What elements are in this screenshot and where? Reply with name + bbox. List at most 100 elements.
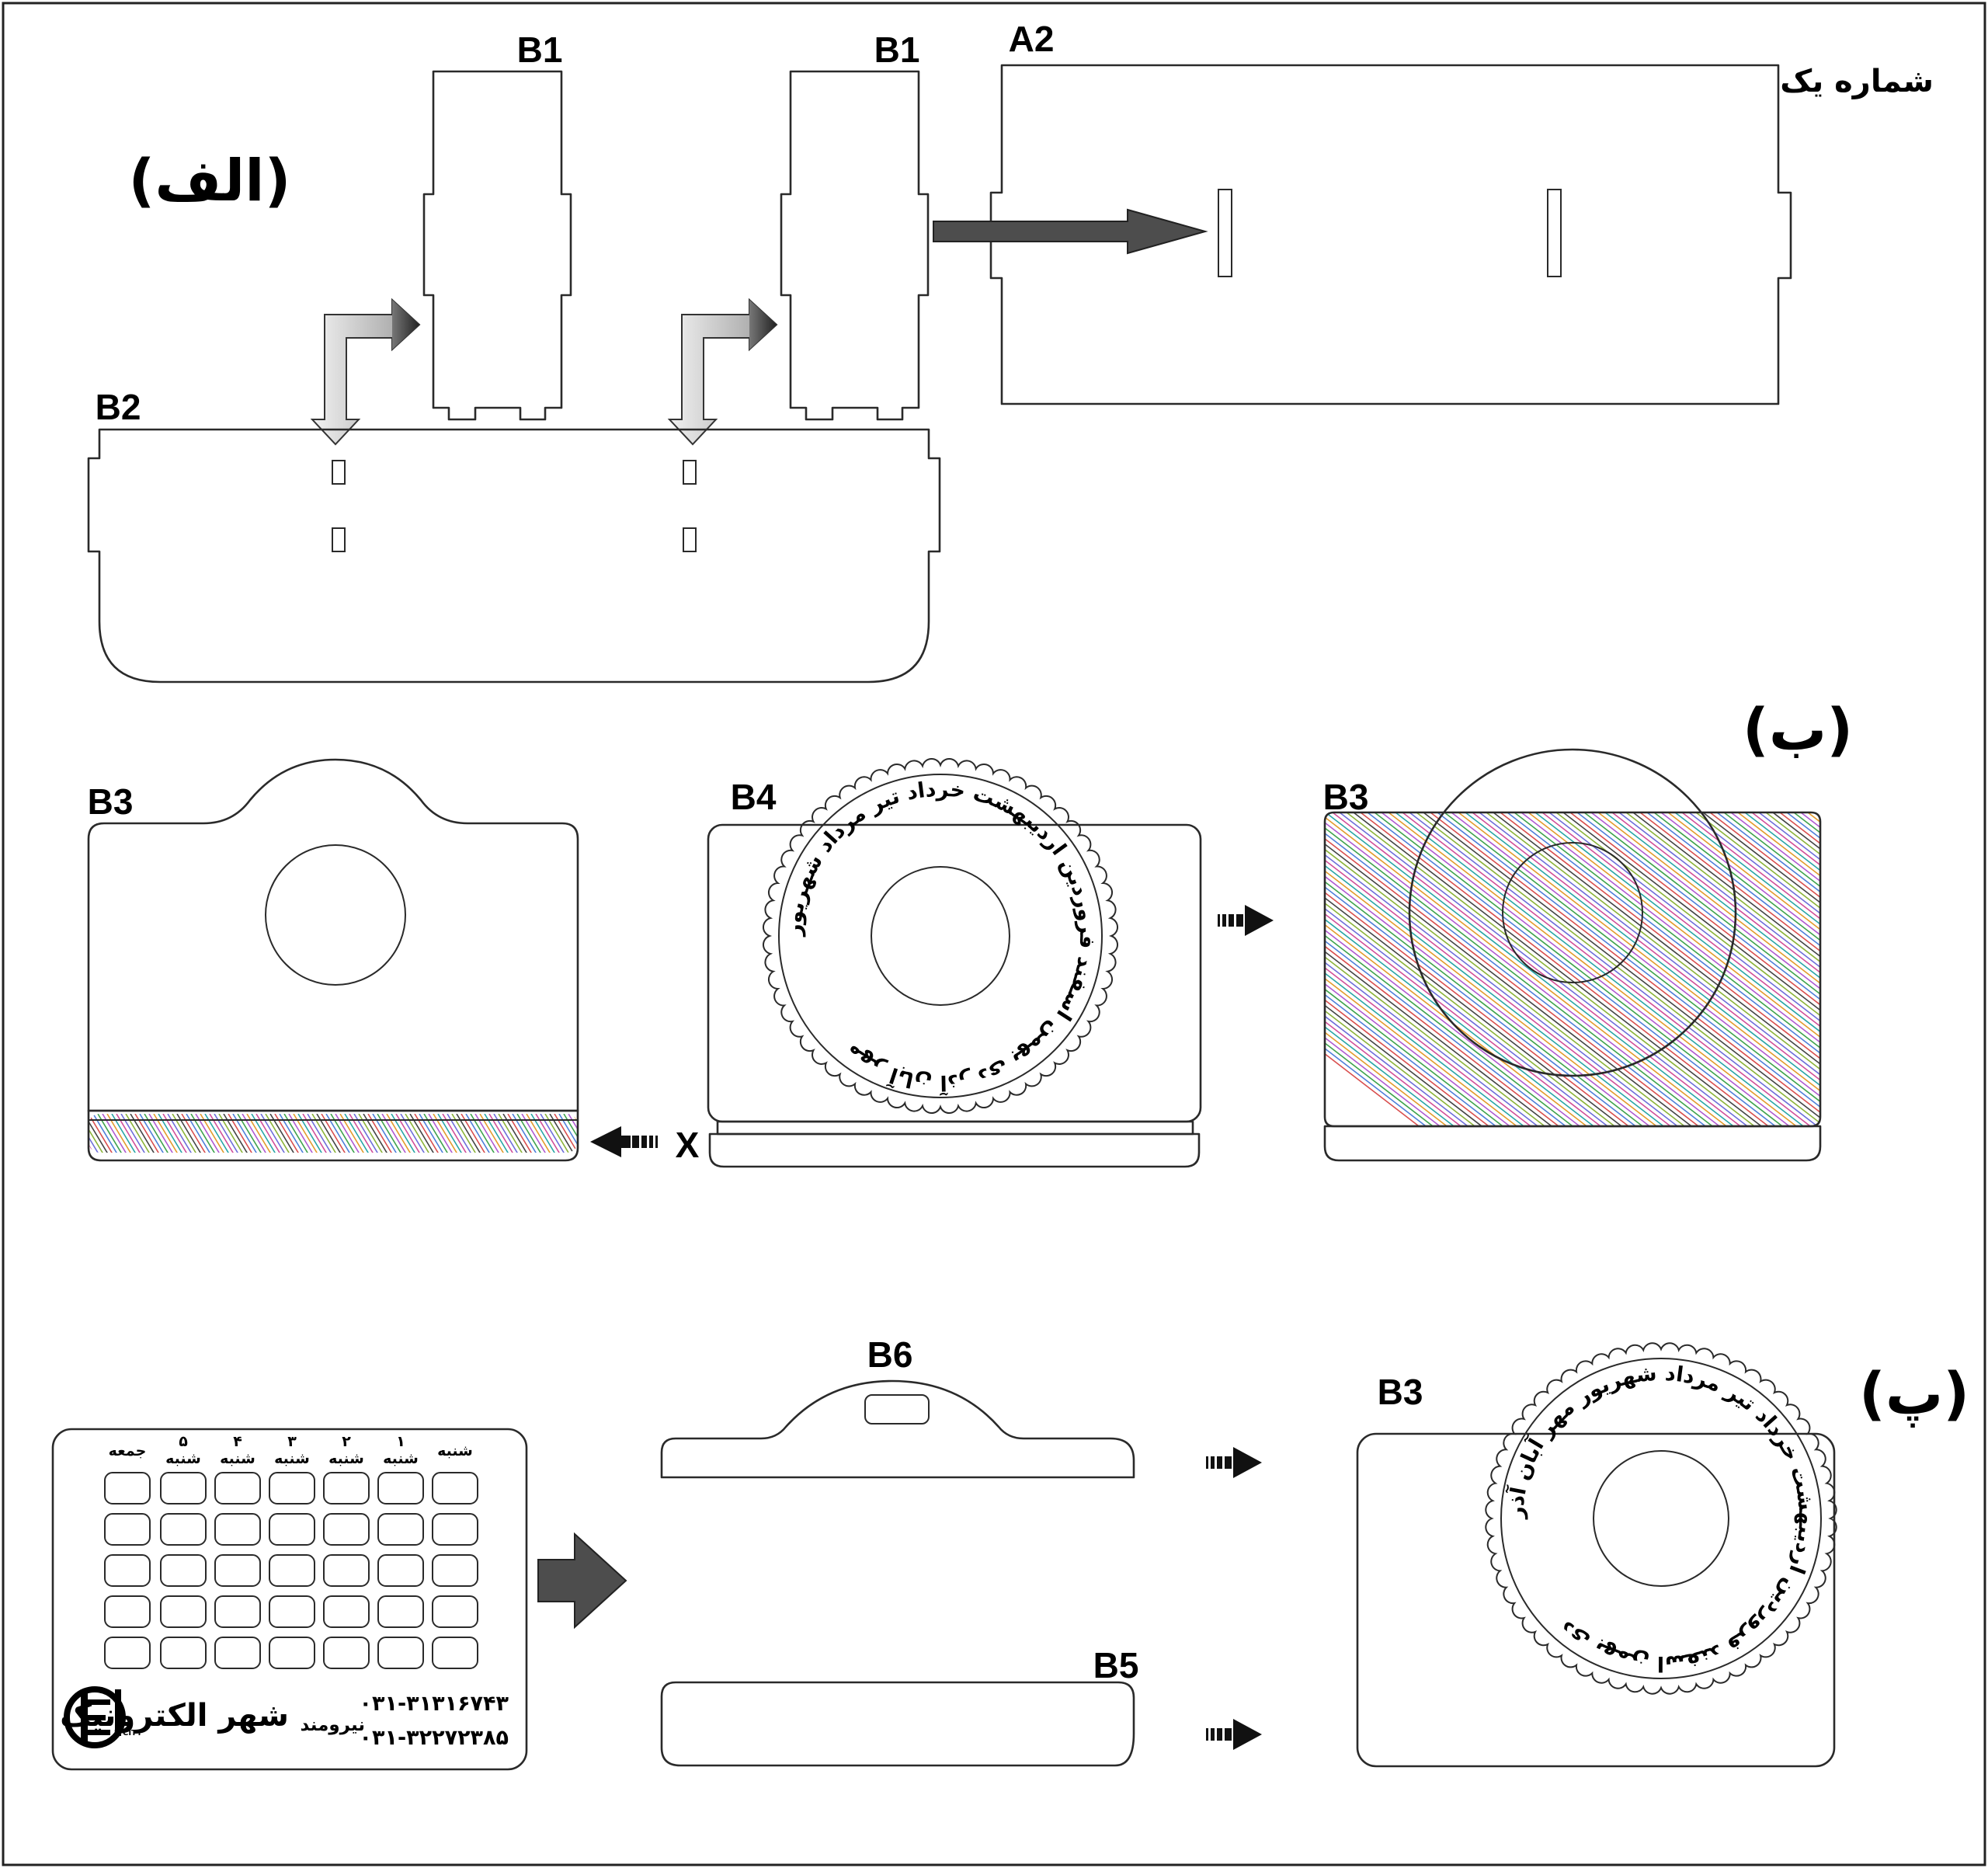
hatch-line [116, 1114, 145, 1153]
part-label-b3-right: B3 [1323, 777, 1369, 817]
calendar-cell [214, 1554, 261, 1587]
hatch-line [1325, 812, 1657, 1126]
hatch-line [283, 1114, 313, 1153]
hatch-line [516, 1114, 546, 1153]
hatch-line [1325, 812, 1496, 1126]
calendar-cell [160, 1554, 207, 1587]
calendar-cell [160, 1595, 207, 1628]
b4-lens-hole [871, 866, 1010, 1006]
hatch-line [335, 1114, 364, 1153]
hatch-line [433, 1114, 462, 1153]
part-b1-left [422, 70, 572, 421]
hatch-line [339, 1114, 369, 1153]
hatch-line [1604, 812, 1820, 1126]
calendar-day-header: شنبه [437, 1442, 473, 1459]
phone-2: ۰۳۱-۳۲۲۷۲۳۸۵ [360, 1726, 509, 1750]
section-label-alef: (الف) [129, 148, 291, 214]
brand-small: CITY [123, 1729, 143, 1738]
hatch-line [1332, 812, 1741, 1126]
hatch-line [89, 1114, 113, 1153]
calendar-cell [323, 1554, 370, 1587]
hatch-line [214, 1114, 243, 1153]
hatch-line [1800, 812, 1820, 1126]
hatch-line [330, 1114, 360, 1153]
hatch-line [1534, 812, 1820, 1126]
calendar-cell [214, 1595, 261, 1628]
b4-base [708, 1132, 1201, 1168]
hatch-line [488, 1114, 518, 1153]
hatch-line [437, 1114, 467, 1153]
part-label-b3-left: B3 [88, 781, 134, 822]
calendar-cell [160, 1513, 207, 1546]
hatch-line [1688, 812, 1820, 1126]
hatch-line [1325, 812, 1482, 1126]
hatch-line [1451, 812, 1820, 1126]
calendar-cell [432, 1595, 478, 1628]
hatch-line [1325, 812, 1427, 1126]
hatch-line [1527, 812, 1820, 1126]
hatch-line [265, 1114, 294, 1153]
arrow-right-icon [933, 208, 1208, 255]
hatch-line [1590, 812, 1820, 1126]
hatch-line [502, 1114, 532, 1153]
hatch-line [1430, 812, 1820, 1126]
hatch-line [1653, 812, 1820, 1126]
hatch-line [540, 1114, 569, 1153]
part-label-b4: B4 [731, 777, 777, 817]
hatch-line [456, 1114, 485, 1153]
hatch-line [1325, 812, 1510, 1126]
hatch-line [554, 1114, 578, 1153]
hatch-line [321, 1114, 350, 1153]
hatch-line [1325, 812, 1441, 1126]
hatch-line [153, 1114, 182, 1153]
hatch-line [512, 1114, 541, 1153]
hatch-line [42, 1114, 70, 1160]
hatch-line [89, 1114, 108, 1153]
b4-base-strip [716, 1120, 1194, 1136]
bend-arrow-icon-right [667, 297, 778, 446]
calendar-cell [214, 1472, 261, 1504]
hatch-line [358, 1114, 388, 1153]
hatch-line [1325, 812, 1448, 1126]
b3-right-base [1323, 1125, 1822, 1162]
hatch-line [484, 1114, 513, 1153]
hatch-line [181, 1114, 210, 1153]
hatch-line [1416, 812, 1820, 1126]
calendar-cell [377, 1595, 424, 1628]
hatch-line [1325, 812, 1727, 1126]
hatch-line [1325, 812, 1706, 1126]
hatch-line [1325, 812, 1468, 1126]
hatch-line [465, 1114, 495, 1153]
hatch-line [97, 1114, 127, 1153]
hatch-line [51, 1114, 79, 1160]
hatch-line [1325, 812, 1650, 1126]
part-label-b6: B6 [867, 1334, 913, 1375]
calendar-cell [377, 1554, 424, 1587]
page-title: شماره یک [1780, 64, 1934, 99]
a2-slot-left [1218, 189, 1232, 277]
hatch-line [405, 1114, 434, 1153]
hatch-line [409, 1114, 439, 1153]
hatch-line [1367, 812, 1776, 1126]
hatch-line [1695, 812, 1820, 1126]
calendar-cell [432, 1513, 478, 1546]
hatch-line [61, 1114, 89, 1160]
hatch-line [106, 1114, 136, 1153]
hatch-line [428, 1114, 457, 1153]
hatch-line [1814, 812, 1820, 1126]
hatch-line [349, 1114, 378, 1153]
hatch-line [1660, 812, 1820, 1126]
b2-slot [332, 460, 346, 485]
hatch-line [1716, 812, 1820, 1126]
b3-base-hatch [42, 1114, 578, 1160]
hatch-line [521, 1114, 551, 1153]
hatch-line [1646, 812, 1820, 1126]
hatch-line [1325, 812, 1475, 1126]
hatch-line [134, 1114, 164, 1153]
hatch-line [200, 1114, 229, 1153]
part-b3-left [87, 758, 579, 1112]
hatch-line [1325, 812, 1573, 1126]
